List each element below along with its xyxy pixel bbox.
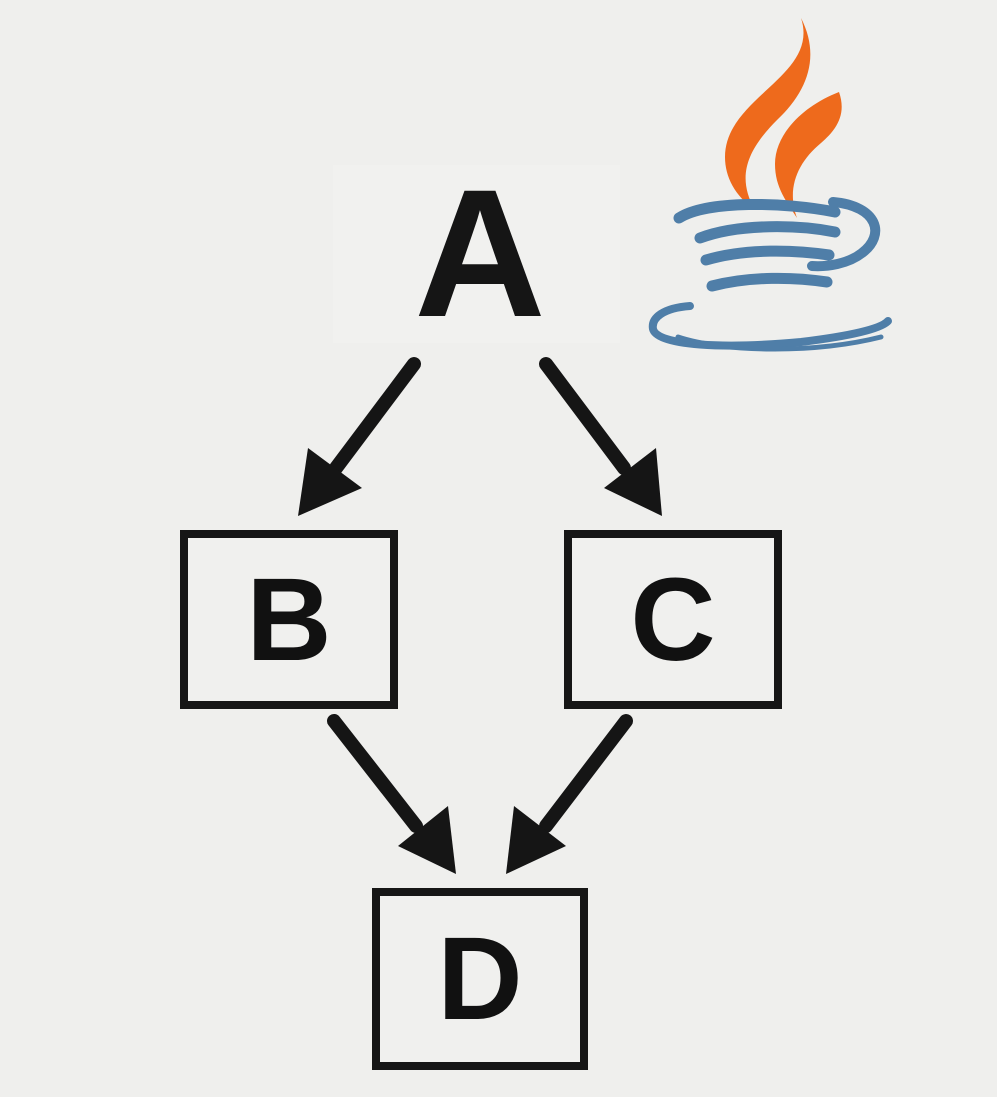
- node-b-box: B: [180, 530, 398, 709]
- edge-a-b-line: [329, 357, 421, 475]
- node-d-label: D: [437, 913, 523, 1045]
- node-a-background: [333, 165, 620, 343]
- java-flame-icon: [725, 18, 842, 218]
- node-c-label: C: [630, 553, 716, 686]
- edge-b-d-arrowhead: [398, 806, 456, 874]
- edge-b-d-line: [327, 714, 423, 833]
- node-b-label: B: [246, 553, 332, 686]
- node-a-label: A: [414, 151, 546, 355]
- edge-a-b-arrowhead: [298, 448, 362, 516]
- java-cup-icon: [648, 197, 892, 352]
- node-c-box: C: [564, 530, 782, 709]
- edge-a-c-arrowhead: [604, 448, 662, 516]
- java-coffee-cup-icon: [648, 18, 892, 352]
- node-d-box: D: [372, 888, 588, 1070]
- edge-c-d-line: [539, 714, 633, 833]
- edge-a-c-line: [539, 357, 631, 475]
- edge-c-d-arrowhead: [506, 806, 566, 874]
